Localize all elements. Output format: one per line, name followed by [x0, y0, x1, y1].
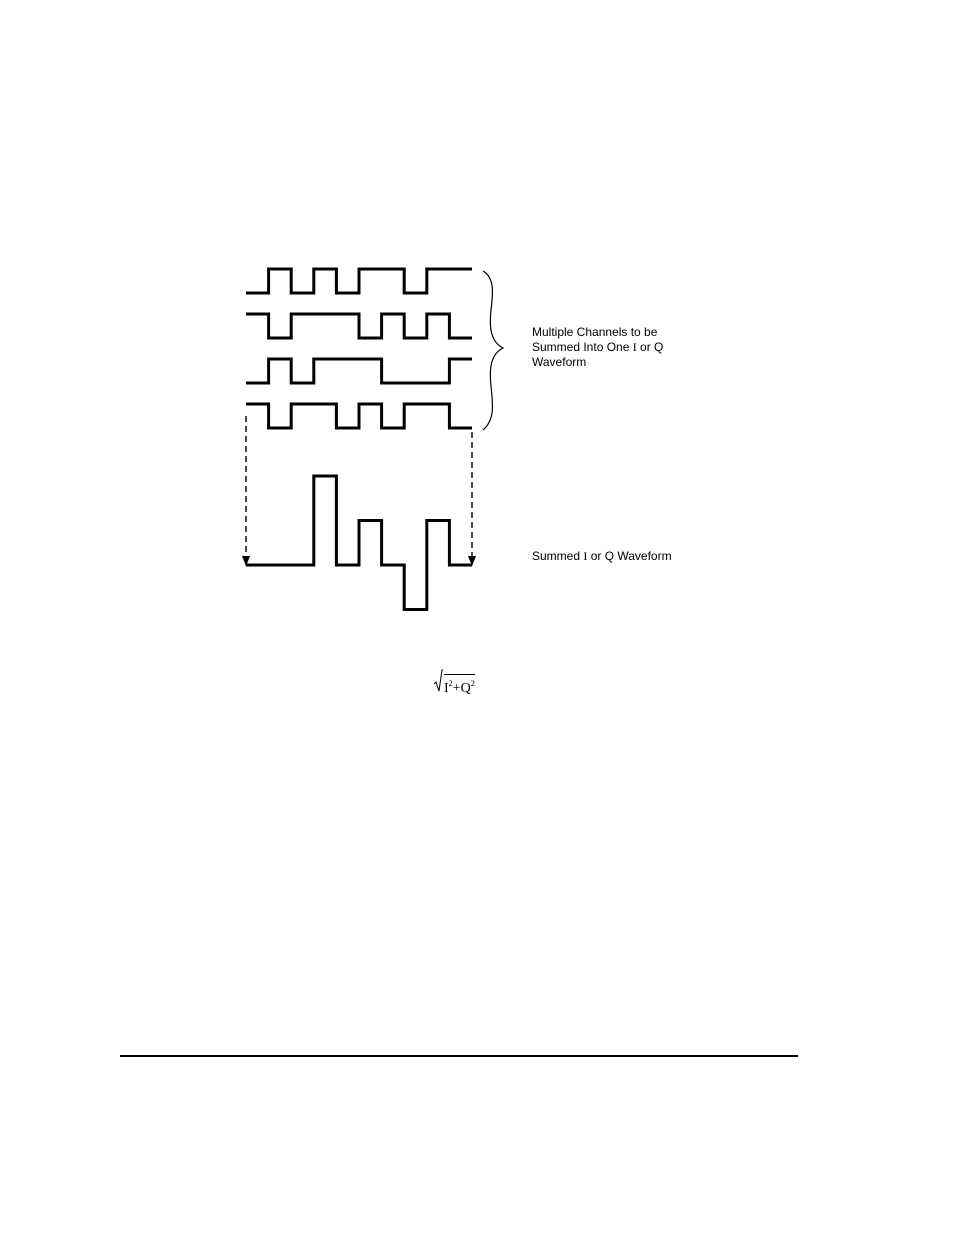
formula-plus: + — [453, 681, 461, 696]
channels-caption-line-1: Multiple Channels to be — [532, 325, 732, 340]
formula-q-exponent: 2 — [471, 679, 475, 688]
formula-q: Q — [461, 681, 471, 696]
channel-2-trace — [246, 314, 472, 338]
summed-caption-rest: or Q Waveform — [587, 549, 671, 563]
channels-caption-line-3: Waveform — [532, 355, 732, 370]
summed-waveform-group — [246, 476, 472, 610]
formula-radicand: I2+Q2 — [444, 674, 475, 698]
channels-caption: Multiple Channels to be Summed Into One … — [532, 325, 732, 370]
channel-waveforms — [246, 269, 472, 428]
curly-brace — [483, 271, 503, 430]
summed-caption-text: Summed — [532, 549, 583, 563]
summed-caption: Summed I or Q Waveform — [532, 549, 732, 564]
channel-4-trace — [246, 404, 472, 428]
footer-rule — [120, 1055, 798, 1057]
channels-caption-or-q: or Q — [637, 340, 664, 354]
channels-caption-text: Summed Into One — [532, 340, 633, 354]
channel-1-trace — [246, 269, 472, 293]
channels-caption-line-2: Summed Into One I or Q — [532, 340, 732, 355]
channel-3-trace — [246, 359, 472, 383]
square-root-icon — [434, 669, 443, 693]
summed-waveform-trace — [246, 476, 472, 610]
